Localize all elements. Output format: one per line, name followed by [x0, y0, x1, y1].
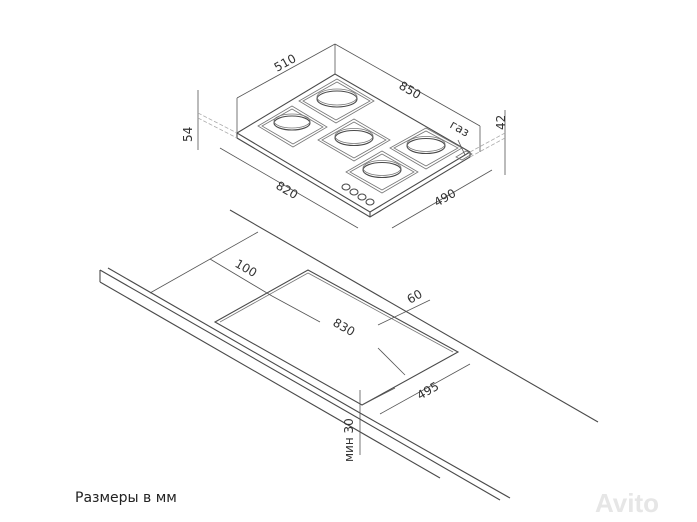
- control-knobs: [341, 183, 375, 206]
- label-830: 830: [331, 315, 358, 339]
- cutout-opening: [213, 269, 460, 406]
- label-60: 60: [405, 287, 425, 307]
- dimension-labels: 510 850 54 42 газ 820 490 100 830 60 495…: [181, 51, 508, 462]
- label-100: 100: [233, 256, 260, 280]
- cutout-dimensions: [149, 231, 471, 455]
- label-gas: газ: [448, 117, 472, 139]
- burner-center: [317, 118, 391, 162]
- label-min-30: мин 30: [342, 418, 356, 462]
- units-caption: Размеры в мм: [75, 490, 177, 506]
- label-850: 850: [397, 78, 424, 102]
- burner-back-center: [298, 78, 375, 124]
- label-42: 42: [494, 115, 508, 130]
- countertop-drawing: [99, 209, 599, 501]
- label-820: 820: [274, 178, 301, 202]
- label-54: 54: [181, 127, 195, 142]
- burner-front-left: [345, 150, 419, 194]
- gas-connector: [455, 150, 473, 161]
- burner-back-left: [257, 105, 328, 148]
- avito-watermark: Avito: [595, 488, 660, 518]
- label-490: 490: [432, 186, 459, 210]
- hob-dimensions: [197, 43, 506, 229]
